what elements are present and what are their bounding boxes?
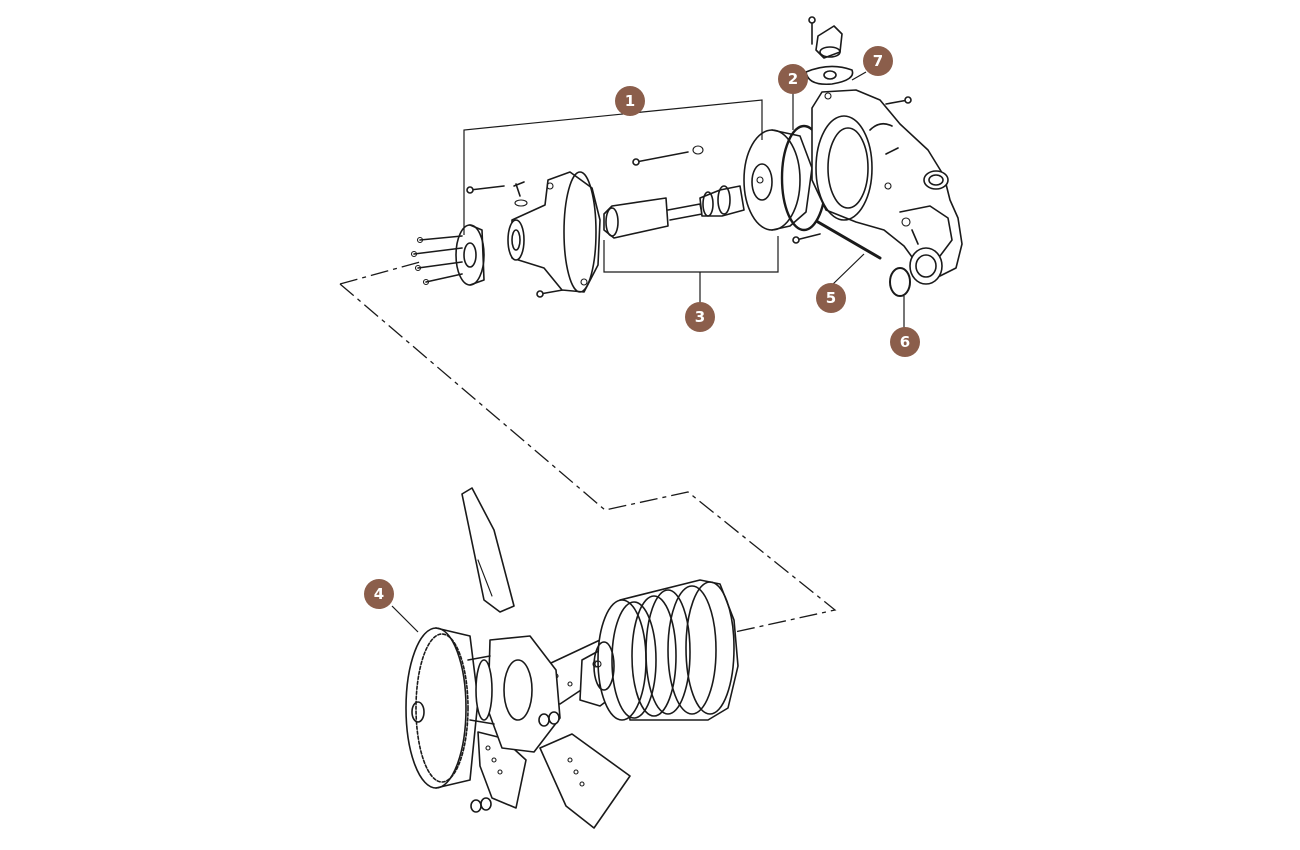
bearing-housing: [507, 171, 601, 293]
bypass-hose: [816, 220, 882, 260]
impeller: [743, 129, 813, 231]
callout-badge-2[interactable]: 2: [778, 64, 808, 94]
callout-badge-7[interactable]: 7: [863, 46, 893, 76]
callout-leaders: [391, 71, 905, 633]
callout-number: 4: [374, 585, 384, 603]
fan-pulley-assembly: [405, 487, 739, 829]
callout-badge-5[interactable]: 5: [816, 283, 846, 313]
callout-badge-1[interactable]: 1: [615, 86, 645, 116]
callout-number: 5: [826, 289, 836, 307]
callout-number: 1: [625, 92, 635, 110]
drive-hub-flange: [410, 224, 485, 286]
bolt-set: [466, 96, 912, 298]
water-pump-assembly: [391, 16, 963, 633]
callout-badge-4[interactable]: 4: [364, 579, 394, 609]
assembly-centerlines: [339, 261, 837, 633]
fan-nuts: [470, 711, 560, 813]
pump-shaft: [603, 185, 745, 239]
callout-badge-3[interactable]: 3: [685, 302, 715, 332]
callout-number: 2: [788, 70, 798, 88]
outlet-elbow: [805, 16, 854, 86]
viscous-fan-coupling: [405, 627, 495, 789]
callout-number: 6: [900, 333, 910, 351]
double-pulley: [593, 579, 739, 721]
callout-number: 7: [873, 52, 883, 70]
pump-body: [811, 89, 963, 285]
callout-number: 3: [695, 308, 705, 326]
o-ring: [889, 267, 911, 297]
callout-badge-6[interactable]: 6: [890, 327, 920, 357]
